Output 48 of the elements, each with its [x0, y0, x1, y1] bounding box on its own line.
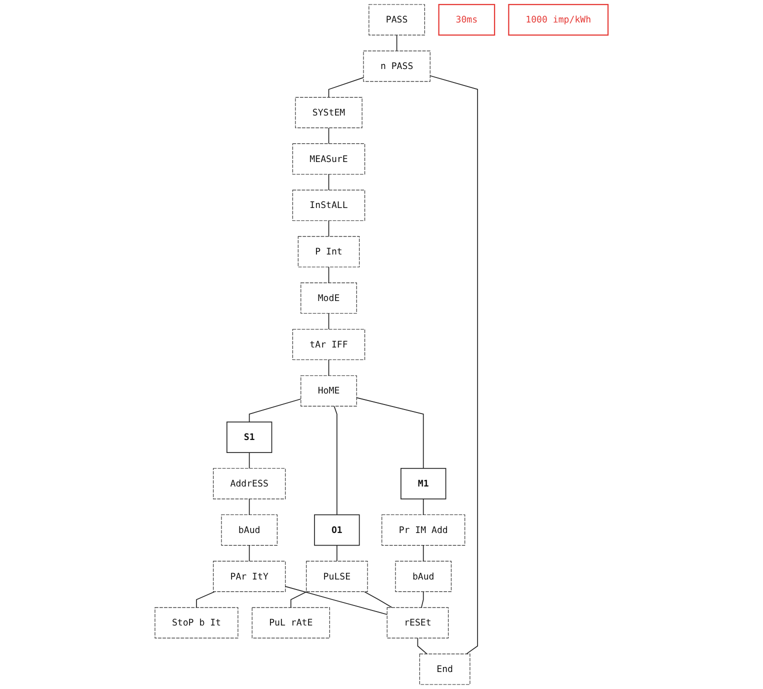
connector	[328, 312, 330, 330]
node-box: PASS	[368, 4, 425, 36]
connector	[328, 359, 330, 376]
node-box: rESEt	[386, 607, 449, 638]
node-box: 1000 imp/kWh	[508, 4, 609, 36]
connector	[248, 544, 250, 562]
node-box: O1	[314, 514, 360, 546]
node-box: tAr IFF	[292, 328, 366, 360]
connector	[430, 75, 478, 654]
connector	[396, 34, 398, 52]
connector	[328, 174, 330, 190]
connector	[284, 586, 388, 615]
node-box: MEASurE	[292, 143, 366, 175]
connector	[328, 220, 330, 237]
node-box: bAud	[395, 560, 452, 592]
connector	[421, 591, 424, 608]
node-box: HoME	[300, 375, 357, 406]
connector	[248, 498, 250, 516]
node-box: StoP b It	[154, 607, 238, 638]
node-box: InStALL	[292, 190, 366, 221]
node-box: PAr ItY	[213, 560, 286, 592]
connector	[417, 638, 428, 654]
node-box: bAud	[221, 514, 278, 546]
node-box: Pr IM Add	[382, 514, 466, 546]
connector	[328, 77, 364, 98]
connector	[290, 591, 308, 608]
connector	[248, 452, 250, 469]
connector	[422, 498, 424, 516]
connector	[422, 544, 424, 562]
connector	[196, 591, 215, 608]
node-box: PuLSE	[306, 560, 368, 592]
node-box: AddrESS	[213, 468, 286, 500]
node-box: M1	[400, 468, 446, 500]
node-box: PuL rAtE	[252, 607, 330, 638]
connector	[336, 544, 338, 562]
node-box: SYStEM	[295, 97, 362, 128]
node-box: P Int	[298, 236, 360, 268]
connector	[328, 127, 330, 144]
node-box: ModE	[300, 282, 357, 314]
connector	[334, 406, 338, 516]
connector	[356, 397, 424, 469]
node-box: n PASS	[363, 50, 430, 82]
node-box: S1	[226, 422, 272, 453]
connector	[364, 591, 392, 608]
connector	[248, 398, 302, 422]
connector	[328, 266, 330, 284]
node-box: End	[419, 654, 470, 685]
node-box: 30ms	[438, 4, 496, 36]
